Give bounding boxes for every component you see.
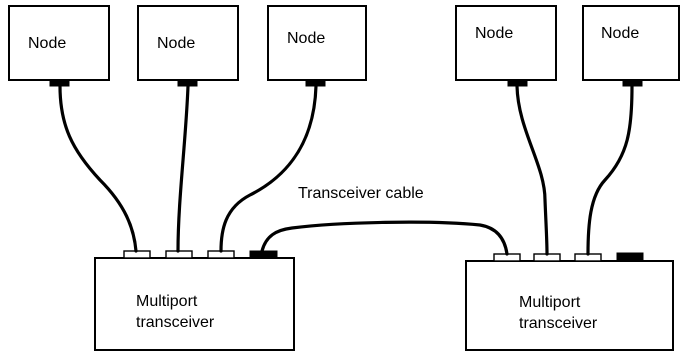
node-2-label: Node (157, 35, 195, 52)
transceiver-cable (260, 220, 509, 256)
transceiver-cable-label: Transceiver cable (298, 185, 424, 202)
node-4-label: Node (475, 25, 513, 42)
transceiver-right: Multiport transceiver (465, 260, 674, 351)
left-transceiver-port-4 (249, 250, 278, 259)
transceiver-right-line2: transceiver (519, 315, 598, 332)
node-1-label: Node (28, 35, 66, 52)
cable-node4-to-transceiver (515, 84, 549, 256)
node-1: Node (8, 5, 110, 81)
node-3-label: Node (287, 30, 325, 47)
node-2: Node (137, 5, 239, 81)
node-3: Node (267, 5, 367, 81)
cable-node5-to-transceiver (586, 84, 634, 256)
cable-node3-to-transceiver (219, 84, 318, 253)
transceiver-left: Multiport transceiver (94, 257, 295, 351)
right-transceiver-port-4 (616, 252, 644, 262)
transceiver-left-line1: Multiport (136, 293, 198, 310)
node-5-label: Node (601, 25, 639, 42)
cable-node2-to-transceiver (176, 84, 190, 253)
node-5: Node (582, 5, 680, 81)
node-4: Node (455, 5, 557, 81)
transceiver-right-line1: Multiport (519, 294, 581, 311)
cable-node1-to-transceiver (58, 84, 138, 253)
transceiver-left-line2: transceiver (136, 314, 215, 331)
